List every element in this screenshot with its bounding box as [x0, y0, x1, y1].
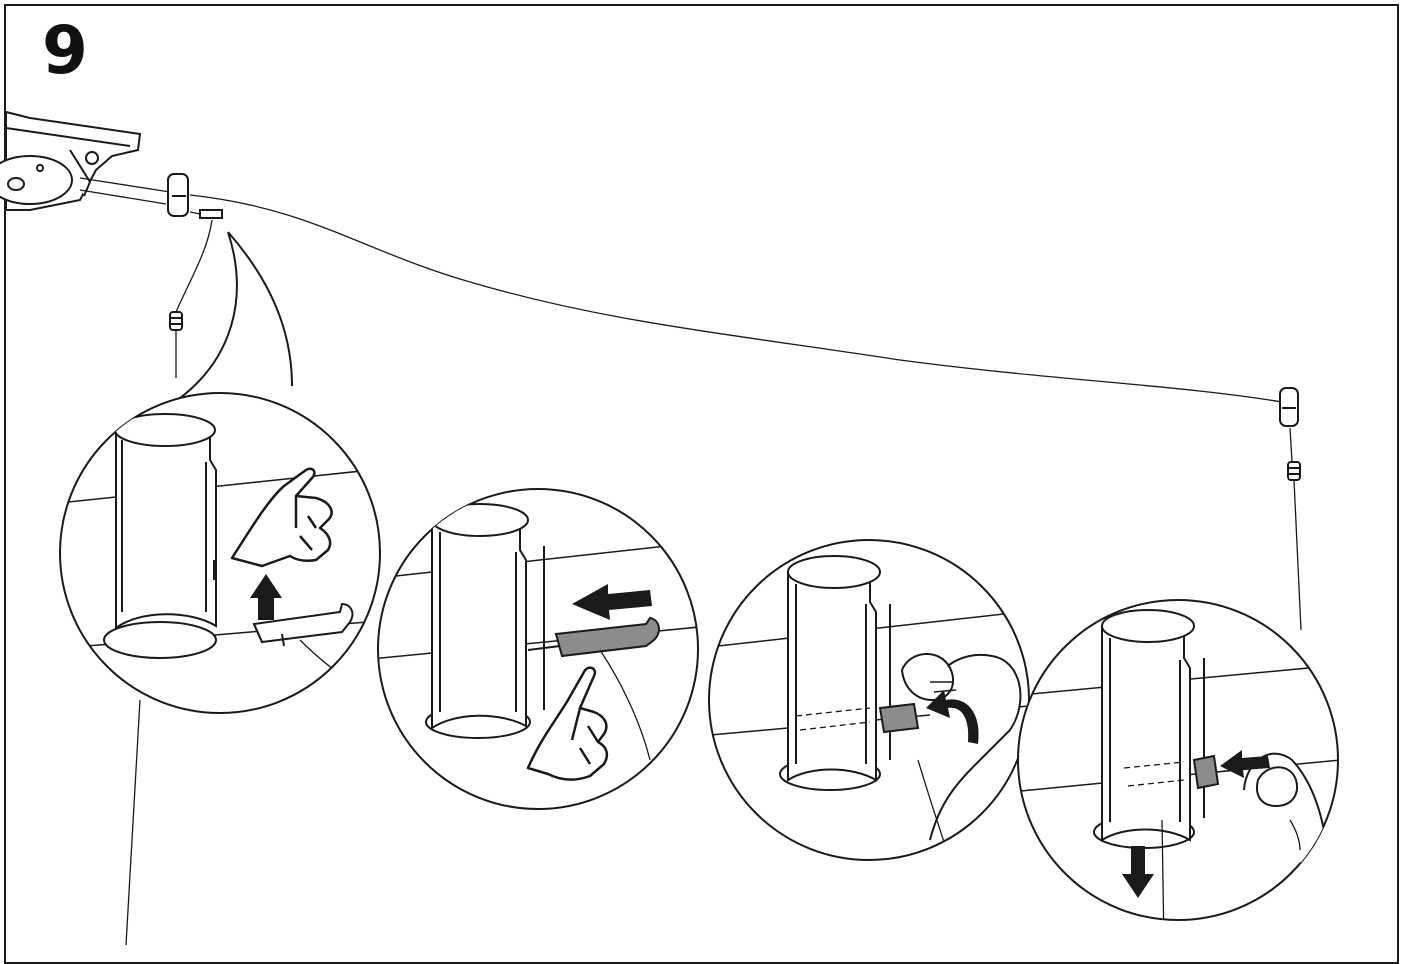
cable-gripper-right [1279, 387, 1299, 427]
down-arrow [1122, 846, 1154, 898]
lower-cable [79, 189, 201, 215]
upper-cable [79, 177, 1283, 403]
hanging-wire-right [1289, 427, 1302, 631]
left-arrow [572, 584, 652, 620]
ceiling-plate [0, 110, 142, 211]
detail-panel-3 [708, 539, 1030, 861]
cable-gripper-top [167, 173, 223, 219]
step-number: 9 [42, 12, 88, 89]
hanging-wire-left [175, 219, 213, 378]
detail-panel-1 [59, 392, 381, 714]
wire-stopper-left [169, 311, 183, 331]
up-arrow [250, 574, 282, 620]
callout-pointer [179, 231, 293, 399]
detail-panel-2 [377, 488, 699, 810]
curved-arrow [926, 690, 979, 744]
left-arrow-small [1220, 750, 1270, 778]
long-wire-left [125, 699, 141, 945]
wire-stopper-right [1287, 461, 1301, 481]
hand-push-icon [526, 666, 609, 781]
detail-panel-4 [1017, 599, 1339, 921]
hand-lift-icon [230, 467, 333, 568]
